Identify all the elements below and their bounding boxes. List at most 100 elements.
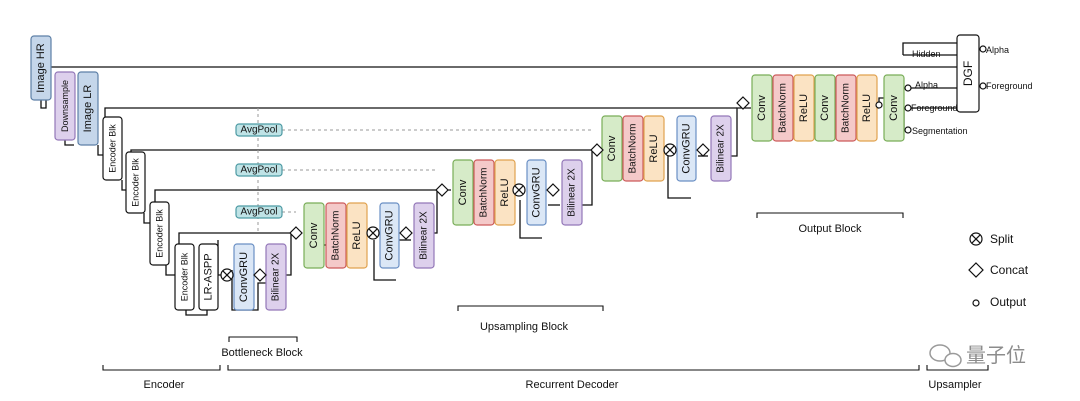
operator-symbols (220, 45, 987, 282)
avgpool-box-3: AvgPool (235, 205, 283, 219)
watermark: 量子位 (929, 344, 1026, 368)
watermark-text: 量子位 (966, 344, 1026, 367)
out-relu-2-box-label: ReLU (861, 94, 873, 122)
up3-convgru-box-label: ConvGRU (681, 123, 693, 173)
encoder-blk-2: Encoder Blk (125, 151, 146, 214)
up1-split-icon (366, 226, 380, 240)
legend-split-label: Split (990, 232, 1014, 246)
encoder-label: Encoder (144, 379, 185, 391)
encoder-blk-1: Encoder Blk (102, 116, 123, 181)
up1-convgru-box-label: ConvGRU (384, 210, 396, 260)
encoder-brace (102, 365, 221, 371)
bottleneck-convgru-box-label: ConvGRU (238, 252, 250, 302)
out-batchnorm-1-box: BatchNorm (772, 74, 794, 142)
bottleneck-bilinear-box: Bilinear 2X (265, 243, 287, 311)
concat-output-icon (736, 96, 750, 110)
out-conv-2-box-label: Conv (819, 95, 831, 121)
foreground-in-node (904, 104, 912, 112)
up3-convgru-box: ConvGRU (676, 115, 697, 182)
up1-conv-box: Conv (303, 202, 325, 269)
recurrent-decoder-brace (227, 365, 920, 371)
out-relu-1-box-label: ReLU (798, 94, 810, 122)
out-batchnorm-2-box-label: BatchNorm (841, 83, 852, 133)
encoder-blk-3: Encoder Blk (149, 201, 170, 266)
foreground-in-label: Foreground (911, 103, 958, 113)
up2-split-icon (512, 183, 526, 197)
up2-relu-box-label: ReLU (499, 178, 511, 206)
bottleneck-loop (231, 270, 266, 311)
image-hr-box-label: Image HR (35, 43, 47, 93)
image-hr-line (40, 66, 957, 109)
output-block-node (875, 101, 883, 109)
up3-bilinear-box: Bilinear 2X (710, 115, 732, 182)
out-conv-2-box: Conv (814, 74, 836, 142)
concat-up2-icon (435, 183, 449, 197)
out-conv-3-box-label: Conv (888, 95, 900, 121)
up1-batchnorm-box: BatchNorm (325, 202, 347, 269)
concat-up1-icon (289, 226, 303, 240)
up3-batchnorm-box: BatchNorm (622, 115, 644, 182)
output-block-label: Output Block (799, 223, 862, 235)
segmentation-node (904, 126, 912, 134)
encoder-blk-3-label: Encoder Blk (155, 209, 165, 258)
downsample-box-label: Downsample (60, 80, 70, 132)
avgpool-box-3-label: AvgPool (240, 207, 277, 218)
lr-aspp-box-label: LR-ASPP (203, 253, 215, 300)
foreground-out-node (979, 82, 987, 90)
dgf-box: DGF (956, 34, 980, 113)
bottleneck-bilinear-box-label: Bilinear 2X (271, 252, 282, 301)
up3-split-icon (663, 143, 677, 157)
up3-relu-box-label: ReLU (648, 134, 660, 162)
out-batchnorm-2-box: BatchNorm (835, 74, 857, 142)
bottleneck-block-label: Bottleneck Block (221, 347, 303, 359)
concat-icon (968, 262, 984, 278)
split-icon (969, 232, 983, 246)
segmentation-label: Segmentation (912, 126, 968, 136)
encoder-blk-4-label: Encoder Blk (180, 252, 190, 301)
up1-convgru-box: ConvGRU (379, 202, 400, 269)
image-hr-box: Image HR (30, 35, 52, 101)
out-conv-1-box: Conv (751, 74, 773, 142)
up3-up (731, 107, 751, 157)
up3-batchnorm-box-label: BatchNorm (628, 123, 639, 173)
section-braces (102, 212, 989, 371)
wechat-logo (929, 344, 962, 368)
avgpool-box-2: AvgPool (235, 163, 283, 177)
out-relu-1-box: ReLU (793, 74, 815, 142)
out-conv-3-box: Conv (883, 74, 905, 142)
output-icon (972, 299, 980, 307)
alpha-out-node (979, 45, 987, 53)
up1-relu-box: ReLU (346, 202, 368, 269)
bottleneck-convgru-box: ConvGRU (233, 243, 255, 311)
output-brace (756, 212, 904, 218)
hidden-up-line (902, 42, 957, 55)
up1-bilinear-box: Bilinear 2X (413, 202, 435, 269)
encoder4-aspp-link (185, 310, 208, 316)
up3-conv-box: Conv (601, 115, 623, 182)
recurrent-decoder-label: Recurrent Decoder (526, 379, 619, 391)
out-relu-2-box: ReLU (856, 74, 878, 142)
up2-convgru-box: ConvGRU (526, 159, 547, 226)
up2-convgru-box-label: ConvGRU (531, 167, 543, 217)
up2-bilinear-box: Bilinear 2X (561, 159, 583, 226)
upsampler-brace (926, 365, 989, 371)
concat-up3-icon (590, 143, 604, 157)
up2-concat-icon (546, 183, 560, 197)
legend: Split Concat Output (968, 232, 1029, 309)
legend-concat-label: Concat (990, 263, 1029, 277)
up1-bilinear-box-label: Bilinear 2X (419, 211, 430, 260)
bottleneck-brace (228, 336, 298, 342)
up1-conv-box-label: Conv (308, 222, 320, 248)
hidden-label: Hidden (912, 49, 941, 59)
up3-relu-box: ReLU (643, 115, 665, 182)
up3-conv-box-label: Conv (606, 135, 618, 161)
alpha-out-label: Alpha (986, 45, 1009, 55)
up2-loop (519, 200, 542, 239)
foreground-out-label: Foreground (986, 81, 1033, 91)
upsampler-label: Upsampler (928, 379, 982, 391)
up1-split-down (373, 240, 396, 281)
bottleneck-concat-icon (253, 268, 267, 282)
out-conv-1-box-label: Conv (756, 95, 768, 121)
